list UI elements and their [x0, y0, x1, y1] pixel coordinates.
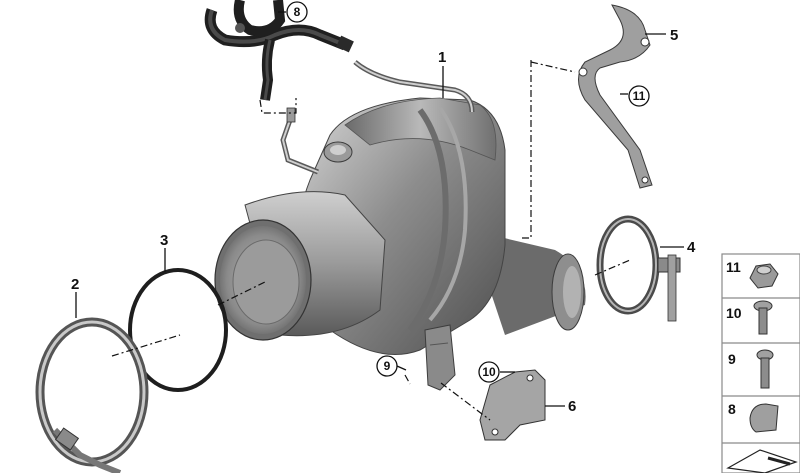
callout-4: 4	[687, 239, 696, 256]
legend-row-10: 10	[726, 300, 773, 335]
callout-8: 8	[294, 5, 301, 19]
gasket-icon	[726, 449, 798, 473]
callout-6: 6	[568, 398, 576, 415]
callout-11: 11	[633, 89, 646, 103]
legend-row-8: 8	[728, 401, 779, 433]
legend-row-gasket	[726, 449, 798, 473]
legend-row-9: 9	[728, 349, 774, 389]
callout-2: 2	[71, 276, 79, 293]
callout-11-circle	[628, 85, 650, 107]
callout-1: 1	[438, 49, 446, 66]
nut-icon	[749, 263, 779, 289]
callout-9-circle	[376, 355, 398, 377]
callout-3: 3	[160, 232, 168, 249]
mounting-bracket	[578, 4, 653, 189]
callout-10: 10	[482, 365, 496, 379]
legend-number-9: 9	[728, 351, 736, 367]
screw-icon	[753, 300, 773, 335]
catalytic-converter	[214, 97, 586, 391]
heat-shield-bracket	[479, 369, 546, 441]
leader-lines	[75, 11, 684, 421]
gasket-ring	[128, 268, 228, 392]
vband-clamp-small	[596, 215, 681, 322]
legend-number-10: 10	[726, 305, 742, 321]
callout-5: 5	[670, 27, 678, 44]
callouts: 1 2 3 4 5 6 8 11 9 10	[71, 1, 696, 415]
legend-row-11: 11	[726, 259, 779, 289]
clip-icon	[749, 403, 779, 433]
bolt-icon	[756, 349, 774, 389]
fastener-legend: 11 10 9 8	[721, 253, 800, 473]
callout-9: 9	[384, 359, 391, 373]
hose-assembly	[204, 0, 354, 101]
callout-8-circle	[286, 1, 308, 23]
legend-number-8: 8	[728, 401, 736, 417]
legend-number-11: 11	[726, 259, 741, 275]
callout-10-circle	[478, 361, 500, 383]
vband-clamp-large	[35, 317, 149, 473]
sensor-pipe	[280, 60, 475, 175]
